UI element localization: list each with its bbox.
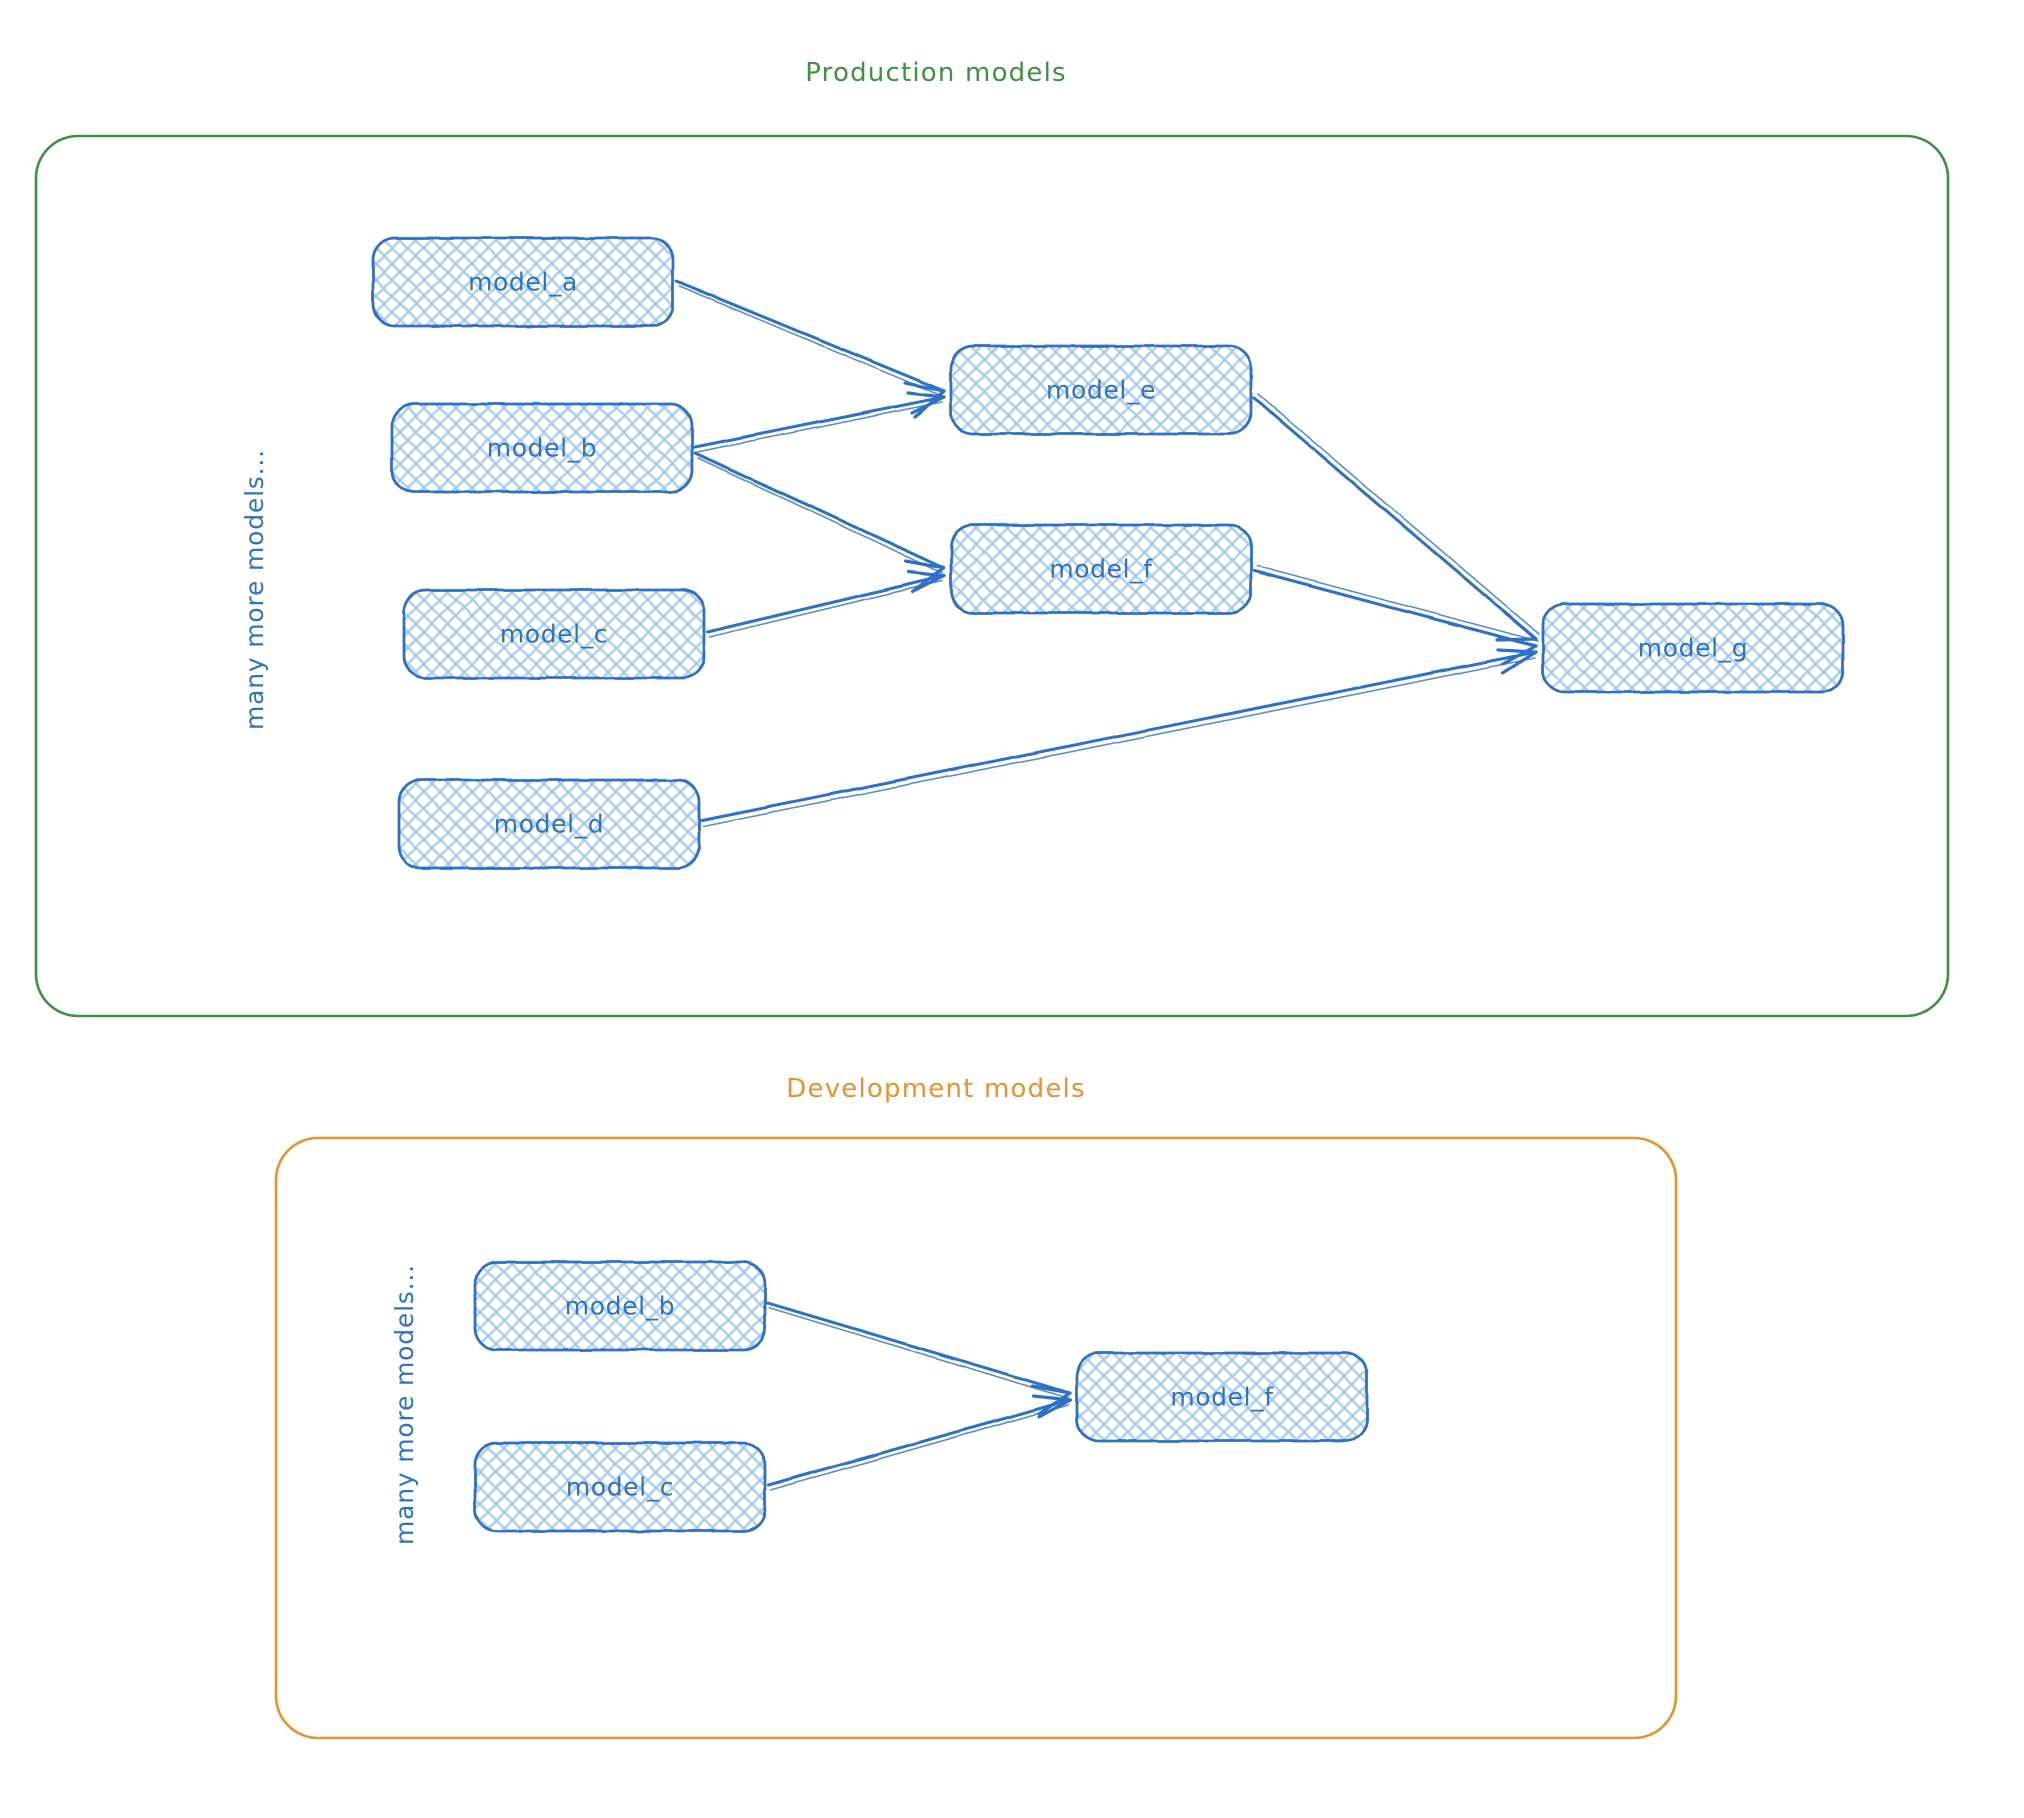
node-box[interactable]: [397, 778, 701, 870]
node-dev-model-f[interactable]: [1075, 1351, 1369, 1443]
group-container-production: [34, 134, 1950, 1018]
node-prod-model-d[interactable]: [397, 778, 701, 870]
edge-model-b-to-model-e: [693, 391, 946, 453]
production-group-border: [34, 134, 1950, 1018]
development-many-more-models-label: many more models...: [390, 1264, 419, 1545]
edge-layer-production: [674, 279, 1540, 827]
node-prod-model-b[interactable]: [390, 402, 694, 494]
edge-model-f-to-model-g: [1252, 565, 1539, 666]
node-box[interactable]: [949, 523, 1253, 615]
node-layer: [371, 236, 1845, 1533]
node-box[interactable]: [1541, 602, 1845, 694]
node-box[interactable]: [949, 344, 1253, 436]
edge-model-b-to-model-f: [693, 451, 946, 594]
node-box[interactable]: [1075, 1351, 1369, 1443]
node-prod-model-f[interactable]: [949, 523, 1253, 615]
node-box[interactable]: [390, 402, 694, 494]
group-container-development: [274, 1136, 1678, 1740]
node-prod-model-e[interactable]: [949, 344, 1253, 436]
edge-model-c-to-model-f: [705, 570, 946, 638]
production-many-more-models-label: many more models...: [240, 449, 269, 730]
production-group-title: Production models: [805, 58, 1067, 88]
node-dev-model-c[interactable]: [473, 1441, 767, 1533]
node-prod-model-c[interactable]: [402, 588, 706, 680]
edge-model-d-to-model-g: [700, 648, 1538, 827]
node-box[interactable]: [402, 588, 706, 680]
node-box[interactable]: [371, 236, 675, 328]
node-dev-model-b[interactable]: [473, 1260, 767, 1352]
node-box[interactable]: [473, 1441, 767, 1533]
development-group-border: [274, 1136, 1678, 1740]
node-prod-model-g[interactable]: [1541, 602, 1845, 694]
edge-dev-model-c-to-model-f: [766, 1394, 1072, 1491]
edge-layer-development: [766, 1301, 1072, 1491]
node-box[interactable]: [473, 1260, 767, 1352]
edge-dev-model-b-to-model-f: [766, 1301, 1072, 1416]
node-prod-model-a[interactable]: [371, 236, 675, 328]
edge-model-a-to-model-e: [674, 279, 946, 419]
development-group-title: Development models: [786, 1074, 1086, 1104]
